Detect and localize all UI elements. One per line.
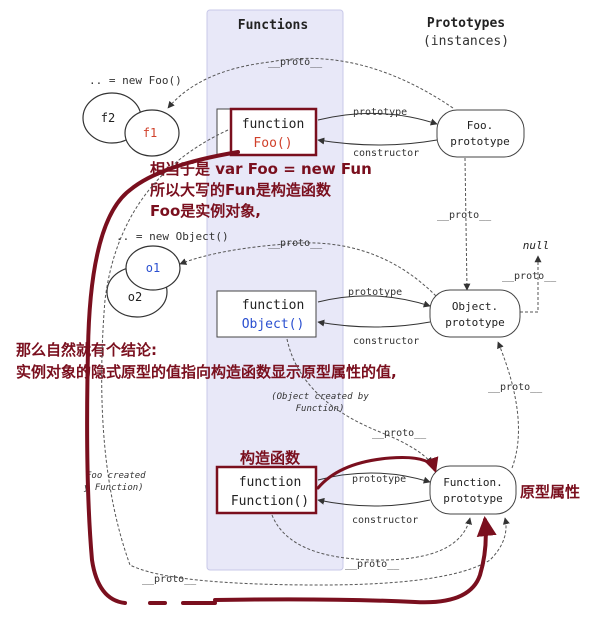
arrow-foo-constructor <box>317 137 438 146</box>
function-prototype-box <box>429 465 517 515</box>
function-prototype-line1: Function. <box>443 476 503 489</box>
foo-prototype-line2: prototype <box>450 135 510 148</box>
instance-f2-label: f2 <box>101 111 115 125</box>
object-prototype-line1: Object. <box>452 300 498 313</box>
object-created-note-line2: Function) <box>296 404 345 414</box>
label-o-proto: __proto__ <box>268 238 323 249</box>
foo-function-keyword: function <box>242 117 305 132</box>
label-function-prototype: prototype <box>352 474 406 485</box>
label-fooproto-proto: __proto__ <box>437 210 492 221</box>
arrow-foo-prototype <box>317 112 438 126</box>
foo-function-name: Foo() <box>253 136 292 151</box>
instance-o1-label: o1 <box>146 261 160 275</box>
arrow-object-prototype <box>317 295 431 308</box>
label-objproto-null: __proto__ <box>502 271 557 282</box>
arrow-f-proto <box>167 57 454 109</box>
function-function-box <box>215 465 318 515</box>
prototype-attr-label-cn: 原型属性 <box>520 483 580 501</box>
function-prototype-line2: prototype <box>443 492 503 505</box>
arrow-fnproto-proto <box>497 341 519 469</box>
object-created-note-line1: (Object created by <box>271 392 369 402</box>
label-fnproto-proto: __proto__ <box>488 382 543 393</box>
prototypes-header: Prototypes <box>427 16 505 31</box>
arrow-foo-fn-proto <box>101 129 510 586</box>
label-foo-prototype: prototype <box>353 107 407 118</box>
object-function-keyword: function <box>242 298 305 313</box>
instance-o1 <box>125 245 181 291</box>
null-value: null <box>523 239 550 252</box>
foo-function-highlight <box>229 107 318 157</box>
instance-f1-label: f1 <box>143 126 157 140</box>
arrow-function-constructor <box>317 497 431 507</box>
label-bottom-proto: __proto__ <box>142 574 197 585</box>
label-function-self-proto: __proto__ <box>345 559 400 570</box>
object-function-name: Object() <box>242 317 305 332</box>
instances-header: (instances) <box>423 34 509 49</box>
label-function-constructor: constructor <box>352 515 418 526</box>
annotation-curve-foo-to-function <box>85 150 240 605</box>
foo-prototype-box <box>436 109 525 158</box>
constructor-label-cn: 构造函数 <box>240 449 301 467</box>
conclusion-line2: 实例对象的隐式原型的值指向构造函数显示原型属性的值, <box>16 363 397 381</box>
foo-note-line1: 相当于是 var Foo = new Fun <box>150 160 372 178</box>
foo-prototype-line1: Foo. <box>467 119 494 132</box>
label-object-prototype: prototype <box>348 287 402 298</box>
arrow-o-proto <box>179 242 437 297</box>
arrow-fooproto-proto <box>463 157 471 291</box>
new-object-label: .. = new Object() <box>116 230 229 243</box>
arrow-object-fn-proto <box>286 338 433 465</box>
annotation-curve-function-to-proto <box>316 456 439 490</box>
foo-created-note-line1: Foo created <box>86 471 146 481</box>
object-prototype-box <box>429 289 521 338</box>
label-object-constructor: constructor <box>353 336 419 347</box>
label-f-proto: __proto__ <box>268 57 323 68</box>
foo-created-note-line2: y Function) <box>83 483 144 493</box>
arrow-object-constructor <box>317 319 431 328</box>
functions-header: Functions <box>238 18 308 33</box>
arrow-objproto-null <box>520 255 542 313</box>
function-function-name: Function() <box>231 494 309 509</box>
object-prototype-line2: prototype <box>445 316 505 329</box>
object-function-box <box>216 290 317 338</box>
instance-o2-label: o2 <box>128 290 142 304</box>
new-foo-label: .. = new Foo() <box>89 74 182 87</box>
function-function-keyword: function <box>239 475 302 490</box>
foo-note-line3: Foo是实例对象, <box>150 202 261 220</box>
annotation-curve-to-fnproto <box>213 516 497 605</box>
label-object-fn-proto: __proto__ <box>372 428 427 439</box>
label-foo-constructor: constructor <box>353 148 419 159</box>
foo-note-line2: 所以大写的Fun是构造函数 <box>150 181 332 199</box>
instance-f1 <box>124 109 180 157</box>
